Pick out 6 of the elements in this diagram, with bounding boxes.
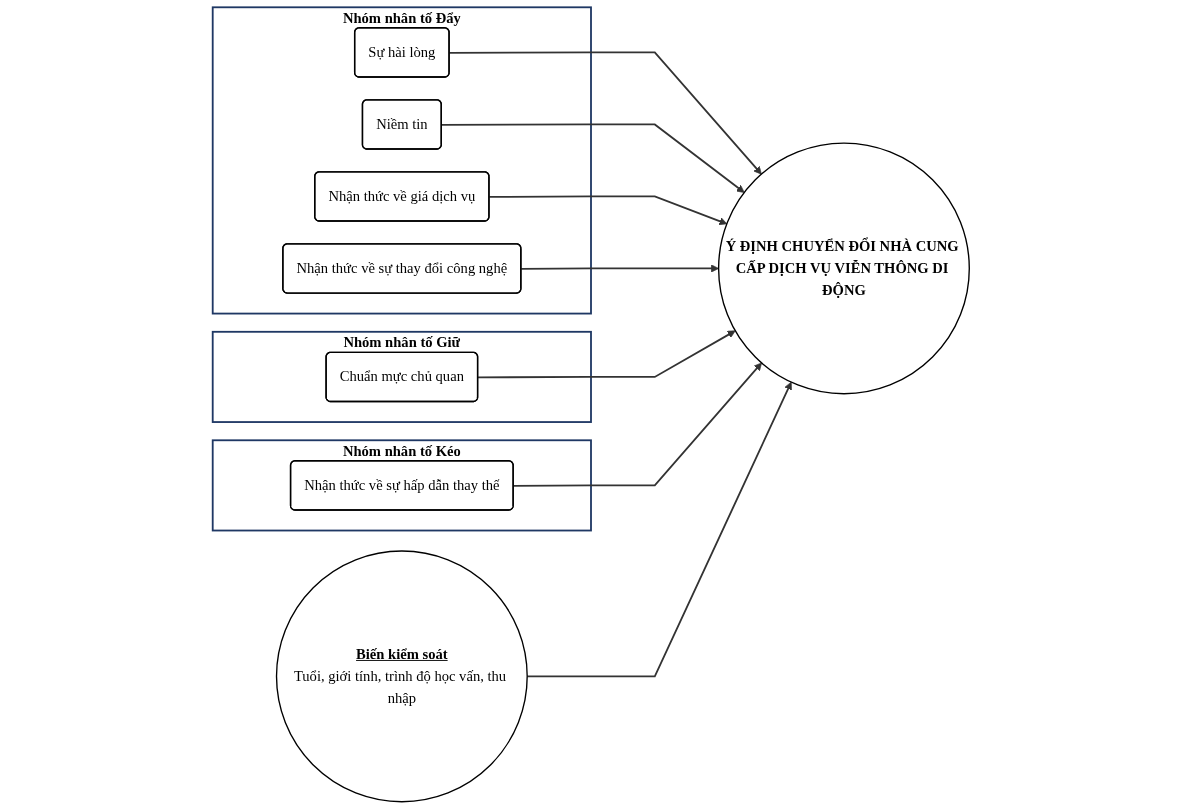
node-circle: Ý ĐỊNH CHUYỂN ĐỔI NHÀ CUNG CẤP DỊCH VỤ VIỄN THÔNG DI ĐỘNG [717,142,970,395]
arrow [488,195,727,226]
node-circle: Biến kiểm soát Tuổi, giới tính, trình độ học vấn, thu nhập [275,550,528,803]
arrow [440,123,745,193]
arrow [512,362,762,487]
arrow [448,51,762,175]
